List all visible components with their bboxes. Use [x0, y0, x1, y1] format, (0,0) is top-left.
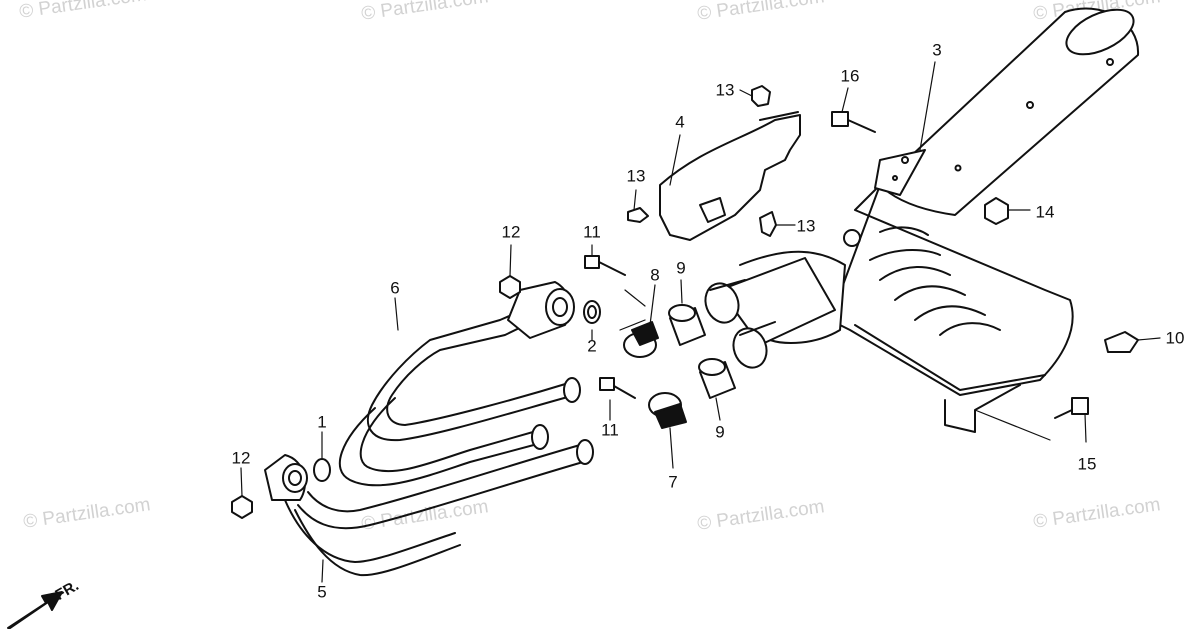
pipe-clamp-7	[648, 392, 687, 429]
part-label-11-lower: 11	[601, 420, 619, 440]
joint-collar-upper	[668, 304, 706, 346]
bolt-16	[831, 111, 876, 133]
nut-12-upper	[499, 275, 521, 299]
part-label-10: 10	[1165, 328, 1185, 348]
bolt-13-top	[751, 85, 771, 107]
part-label-8: 8	[650, 265, 660, 285]
part-label-6: 6	[390, 278, 400, 298]
part-label-16: 16	[840, 66, 860, 86]
part-label-9-upper: 9	[676, 258, 686, 278]
part-label-3: 3	[932, 40, 942, 60]
heat-shield	[659, 111, 801, 241]
part-label-13-left: 13	[626, 166, 646, 186]
part-label-5: 5	[317, 582, 327, 602]
gasket-1	[313, 458, 331, 482]
bolt-15	[1054, 397, 1089, 419]
clip-nut-10	[1104, 331, 1139, 353]
bolt-11-upper	[584, 255, 626, 276]
muffler-inlet-pipes	[704, 250, 846, 369]
nut-12-lower	[231, 495, 253, 519]
exhaust-pipe-5	[264, 439, 594, 577]
exhaust-pipe-6	[338, 281, 581, 487]
part-label-12-lower: 12	[231, 448, 251, 468]
front-arrow-icon	[7, 591, 63, 629]
pipe-clamp-8	[623, 321, 659, 358]
part-label-12-upper: 12	[501, 222, 521, 242]
part-label-7: 7	[668, 472, 678, 492]
muffler	[829, 7, 1140, 433]
part-label-14: 14	[1035, 202, 1055, 222]
joint-collar-lower	[698, 358, 736, 399]
part-label-2: 2	[587, 336, 597, 356]
gasket-2	[583, 300, 601, 324]
part-label-9-lower: 9	[715, 422, 725, 442]
part-label-15: 15	[1077, 454, 1097, 474]
part-label-4: 4	[675, 112, 685, 132]
part-label-1: 1	[317, 412, 327, 432]
part-label-11-upper: 11	[583, 222, 601, 242]
nut-14	[984, 197, 1009, 225]
part-label-13-right: 13	[796, 216, 816, 236]
clip-13-left	[627, 207, 649, 223]
bolt-11-lower	[599, 377, 636, 399]
clip-13-right	[759, 211, 777, 237]
part-label-13-top: 13	[715, 80, 735, 100]
leader-lines	[240, 61, 1161, 583]
